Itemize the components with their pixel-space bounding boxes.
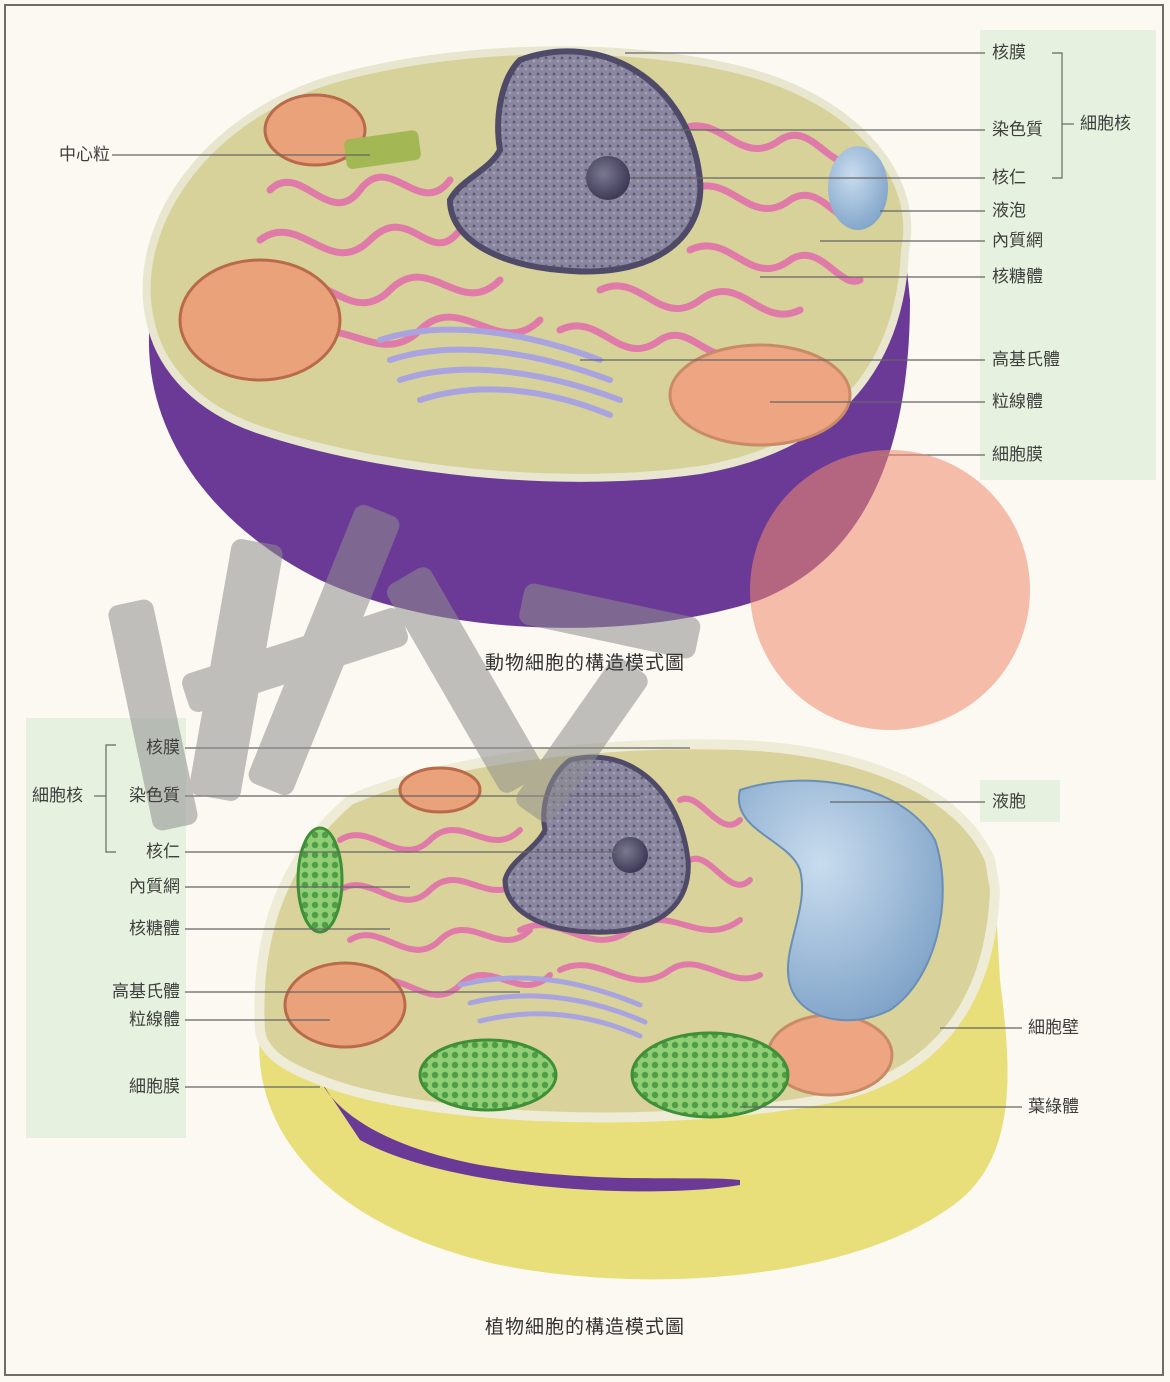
label-plant-chloroplast: 葉綠體: [1028, 1096, 1079, 1118]
label-plant-nucleolus: 核仁: [100, 841, 180, 863]
plant-cell-caption: 植物細胞的構造模式圖: [0, 1312, 1170, 1339]
label-ribosome: 核糖體: [992, 266, 1043, 288]
plant-chloroplast-left: [298, 828, 342, 932]
animal-mitochondrion-left: [180, 260, 340, 380]
animal-nucleolus: [586, 156, 630, 200]
label-chromatin: 染色質: [992, 119, 1043, 141]
label-plant-golgi: 高基氏體: [60, 981, 180, 1003]
plant-nucleolus: [612, 837, 648, 873]
label-plant-vacuole: 液胞: [992, 791, 1026, 813]
label-vacuole: 液泡: [992, 200, 1026, 222]
label-mitochondria: 粒線體: [992, 391, 1043, 413]
label-plant-nuclear-membrane: 核膜: [100, 737, 180, 759]
label-centriole: 中心粒: [30, 144, 110, 166]
label-golgi: 高基氏體: [992, 349, 1060, 371]
label-plant-endoplasmic-reticulum: 內質網: [90, 876, 180, 898]
plant-mitochondrion-top: [400, 768, 480, 812]
animal-cell-caption: 動物細胞的構造模式圖: [0, 648, 1170, 675]
label-plant-nucleus-group: 細胞核: [32, 785, 83, 807]
plant-chloroplast-bottom-right: [632, 1033, 788, 1117]
plant-cell: [259, 744, 1007, 1279]
label-plant-cell-wall: 細胞壁: [1028, 1017, 1079, 1039]
label-plant-mitochondria: 粒線體: [60, 1009, 180, 1031]
label-plant-chromatin: 染色質: [100, 785, 180, 807]
plant-chloroplast-bottom-left: [420, 1040, 556, 1110]
label-cell-membrane: 細胞膜: [992, 444, 1043, 466]
label-plant-ribosome: 核糖體: [90, 918, 180, 940]
label-endoplasmic-reticulum: 內質網: [992, 230, 1043, 252]
animal-vacuole: [828, 146, 888, 230]
label-plant-cell-membrane: 細胞膜: [60, 1076, 180, 1098]
label-nuclear-membrane: 核膜: [992, 42, 1026, 64]
label-nucleolus: 核仁: [992, 167, 1026, 189]
plant-mitochondrion-left: [285, 963, 405, 1047]
label-nucleus-group: 細胞核: [1080, 113, 1131, 135]
